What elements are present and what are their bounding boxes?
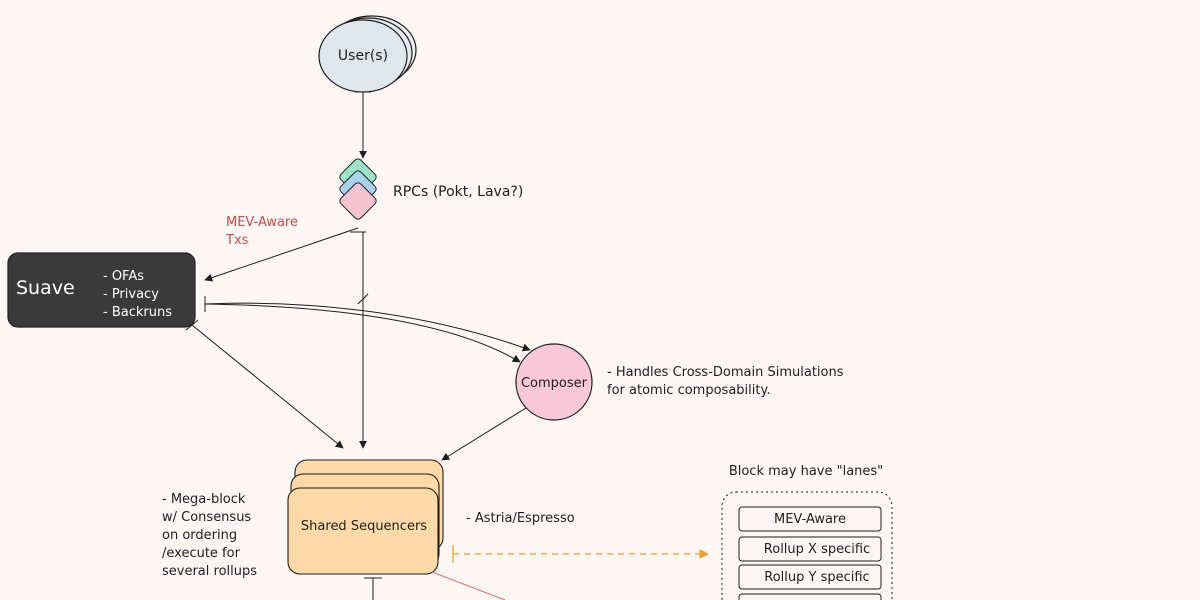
edge-rpcs-suave xyxy=(204,227,359,282)
block-title: Block may have "lanes" xyxy=(729,464,883,479)
suave-node: Suave - OFAs - Privacy - Backruns xyxy=(7,252,196,328)
sequencers-label: Shared Sequencers xyxy=(301,519,427,534)
lane-mev-aware xyxy=(738,506,882,532)
edge-composer-sequencers xyxy=(441,407,527,461)
edge-suave-sequencers xyxy=(191,324,344,449)
composer-note-line2: for atomic composability. xyxy=(607,383,770,398)
sequencers-side-note: - Astria/Espresso xyxy=(466,511,575,526)
composer-node: Composer xyxy=(515,343,593,421)
block-container: MEV-Aware Rollup X specific Rollup Y spe… xyxy=(721,491,893,600)
suave-item-backruns: - Backruns xyxy=(103,305,172,320)
composer-label: Composer xyxy=(521,376,588,391)
rpcs-node: RPCs (Pokt, Lava?) xyxy=(339,158,523,220)
suave-title: Suave xyxy=(16,277,75,299)
suave-item-privacy: - Privacy xyxy=(103,287,159,302)
sequencers-left-note-4: /execute for xyxy=(162,546,241,561)
lane-rollup-x xyxy=(738,536,882,562)
lane-partial xyxy=(738,593,882,600)
sequencers-left-note-3: on ordering xyxy=(162,528,237,543)
edge-suave-composer-2 xyxy=(204,303,521,363)
users-node: User(s) xyxy=(318,15,417,93)
mev-aware-txs-label-line1: MEV-Aware xyxy=(226,215,298,230)
suave-item-ofas: - OFAs xyxy=(103,269,144,284)
lane-rollup-y xyxy=(738,564,882,590)
edge-suave-composer-1 xyxy=(204,302,531,352)
rpcs-label: RPCs (Pokt, Lava?) xyxy=(393,184,523,200)
sequencers-left-note-1: - Mega-block xyxy=(162,492,246,507)
lane-rollup-x-label: Rollup X specific xyxy=(764,542,870,557)
edge-red-offscreen xyxy=(431,571,506,600)
sequencers-left-note-2: w/ Consensus xyxy=(162,510,251,525)
lane-rollup-y-label: Rollup Y specific xyxy=(764,570,869,585)
composer-note-line1: - Handles Cross-Domain Simulations xyxy=(607,365,844,380)
lane-mev-aware-label: MEV-Aware xyxy=(774,512,846,527)
sequencers-left-note-5: several rollups xyxy=(162,564,257,579)
mev-aware-txs-label-line2: Txs xyxy=(225,233,249,248)
sequencers-node: Shared Sequencers xyxy=(287,459,444,575)
users-label: User(s) xyxy=(338,48,388,64)
